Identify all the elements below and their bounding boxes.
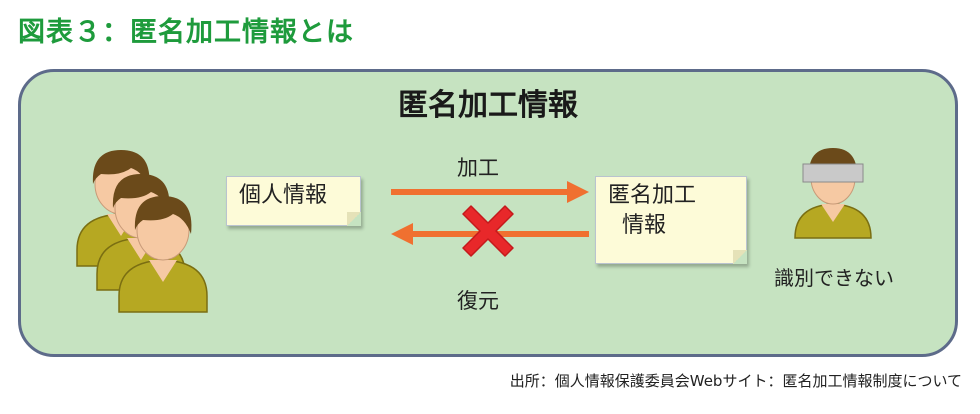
arrow-restore-label: 復元 — [457, 289, 499, 313]
figure-title: 図表３：匿名加工情報とは — [18, 17, 354, 48]
diagram-panel: 匿名加工情報 個人情報 加工 復元 匿名加工 情報 — [18, 69, 958, 357]
anonymized-info-line2: 情報 — [622, 213, 667, 238]
people-group-icon — [76, 149, 208, 313]
anonymized-info-line1: 匿名加工 — [608, 183, 697, 208]
forbidden-cross-icon — [462, 205, 514, 257]
anonymized-info-note: 匿名加工 情報 — [595, 176, 747, 264]
masked-person-icon — [794, 148, 872, 239]
unidentifiable-label: 識別できない — [774, 266, 894, 290]
personal-info-label: 個人情報 — [239, 183, 328, 208]
process-arrow-icon — [391, 181, 589, 203]
arrow-process-label: 加工 — [457, 156, 499, 180]
panel-title: 匿名加工情報 — [398, 88, 578, 123]
personal-info-note: 個人情報 — [226, 176, 361, 226]
source-note: 出所：個人情報保護委員会Webサイト：匿名加工情報制度について — [509, 372, 962, 390]
